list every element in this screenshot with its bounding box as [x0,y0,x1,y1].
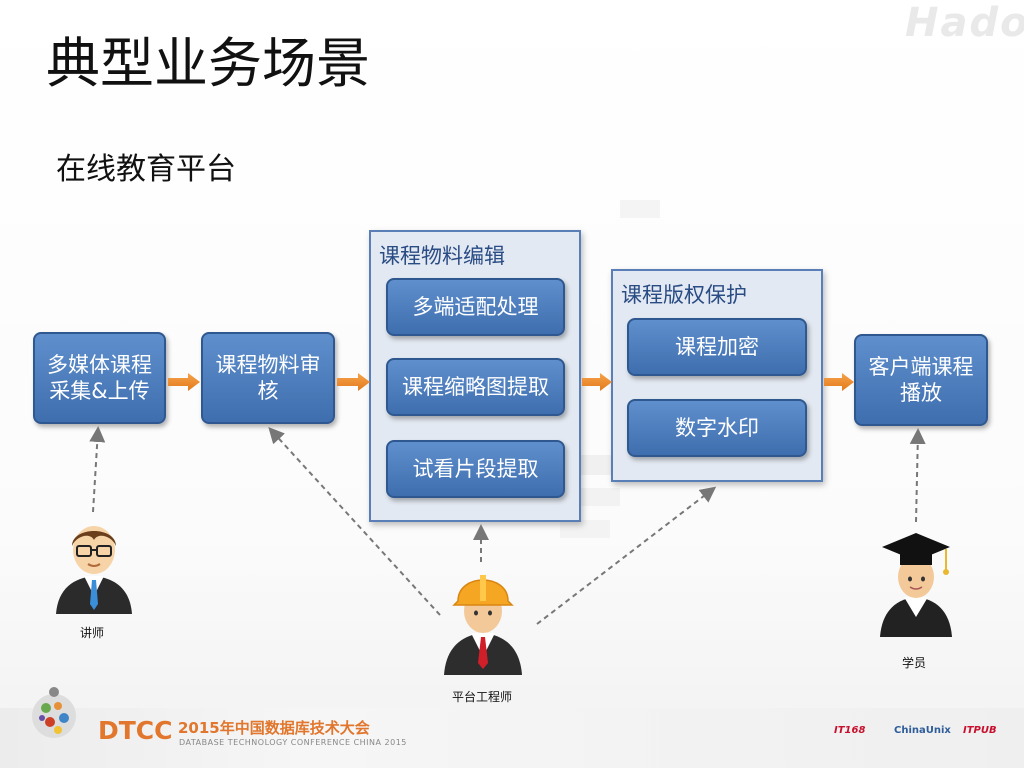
node-thumbnail-extract: 课程缩略图提取 [386,358,565,416]
node-label: 课程缩略图提取 [402,375,549,399]
node-multimedia-upload: 多媒体课程采集&上传 [33,332,166,424]
lecturer-icon [56,526,132,614]
flow-arrow-1 [168,373,200,391]
sponsor-chinaunix: ChinaUnix [894,725,951,736]
dashed-line-lecturer [89,426,106,513]
node-course-encrypt: 课程加密 [627,318,807,376]
conference-emblem-icon [32,687,76,738]
node-label: 课程物料审核 [215,353,321,403]
node-material-review: 课程物料审核 [201,332,335,424]
node-digital-watermark: 数字水印 [627,399,807,457]
node-label: 多端适配处理 [412,295,539,319]
dashed-line-engineer-copyright [536,486,717,625]
hadoop-watermark: Hadoop [905,0,1024,46]
student-label: 学员 [902,656,927,670]
sponsor-itpub: ITPUB [963,725,997,736]
node-label: 课程加密 [675,335,759,359]
sponsor-it168: IT168 [834,725,866,736]
engineer-label: 平台工程师 [452,690,513,704]
engineer-icon [444,575,522,675]
dtcc-logo: DTCC [98,716,173,745]
conference-title: 2015年中国数据库技术大会 [178,719,370,737]
slide-subtitle: 在线教育平台 [56,152,236,187]
node-label: 试看片段提取 [412,457,539,481]
conference-subtitle: DATABASE TECHNOLOGY CONFERENCE CHINA 201… [179,738,407,747]
flow-arrow-2 [337,373,370,391]
node-preview-clip-extract: 试看片段提取 [386,440,565,498]
group-title-copyright: 课程版权保护 [621,283,747,307]
student-icon [880,533,952,637]
lecturer-label: 讲师 [80,626,105,640]
node-label: 多媒体课程采集&上传 [47,353,152,403]
dashed-line-engineer-review [268,427,441,616]
flow-arrow-3 [582,373,612,391]
node-label: 客户端课程播放 [868,355,974,405]
node-label: 数字水印 [675,416,759,440]
flow-arrow-4 [824,373,854,391]
dashed-line-student [909,428,926,523]
slide-title: 典型业务场景 [46,32,370,95]
group-title-edit: 课程物料编辑 [379,244,505,268]
node-multi-device-adapt: 多端适配处理 [386,278,565,336]
footer-bar [0,708,1024,768]
node-client-playback: 客户端课程播放 [854,334,988,426]
